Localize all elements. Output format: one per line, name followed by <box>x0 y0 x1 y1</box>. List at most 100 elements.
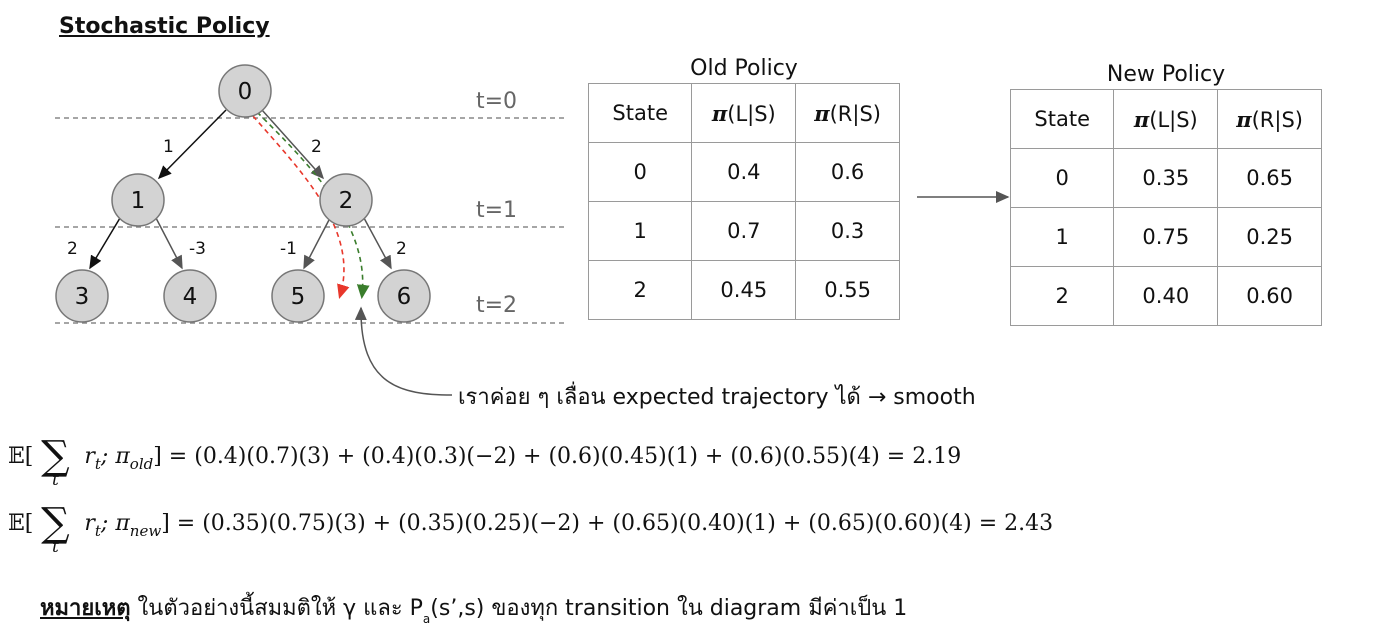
new-policy-header-row: State π(L|S) π(R|S) <box>1009 89 1322 149</box>
footnote-label: หมายเหตุ <box>40 596 131 621</box>
tree-node-4: 4 <box>163 269 217 323</box>
footnote: หมายเหตุ ในตัวอย่างนี้สมมติให้ γ และ Pa(… <box>40 590 908 626</box>
trajectory-annotation: เราค่อย ๆ เลื่อน expected trajectory ได้… <box>458 385 976 410</box>
node-label-0: 0 <box>238 79 253 105</box>
sum-index: t <box>51 470 59 490</box>
edge-label-1-3: 2 <box>67 239 78 259</box>
new-header-left: π(L|S) <box>1113 89 1219 149</box>
edge-label-0-2: 2 <box>311 137 322 157</box>
sum-index: t <box>51 537 59 557</box>
sum-symbol: ∑t <box>33 430 77 490</box>
node-label-5: 5 <box>291 284 306 310</box>
old-policy-header-row: State π(L|S) π(R|S) <box>587 83 900 143</box>
table-cell: 1 <box>587 201 693 261</box>
table-row: 2 0.45 0.55 <box>587 260 900 320</box>
node-label-1: 1 <box>131 188 146 214</box>
eq-old-prefix: 𝔼[ <box>8 444 34 469</box>
policy-symbol: ; π <box>100 511 130 536</box>
table-cell: 2 <box>1009 266 1115 326</box>
new-policy-table: State π(L|S) π(R|S) 0 0.35 0.65 1 0.75 0… <box>1009 89 1322 326</box>
edge-2-6 <box>363 217 392 270</box>
sigma-glyph: ∑ <box>41 500 70 546</box>
table-cell: 0.25 <box>1217 207 1322 267</box>
reward-symbol: r <box>84 444 95 469</box>
table-cell: 0.3 <box>795 201 900 261</box>
new-trajectory-path <box>256 111 370 300</box>
tree-node-3: 3 <box>55 269 109 323</box>
pi-symbol: π <box>1133 106 1150 132</box>
old-policy-caption: Old Policy <box>690 56 798 81</box>
node-label-4: 4 <box>183 284 198 310</box>
time-label-0: t=0 <box>476 89 517 114</box>
table-row: 1 0.7 0.3 <box>587 201 900 261</box>
eq-new-rhs: ] = (0.35)(0.75)(3) + (0.35)(0.25)(−2) +… <box>161 511 1054 536</box>
old-header-left: π(L|S) <box>691 83 797 143</box>
table-cell: 0.35 <box>1113 148 1219 208</box>
table-cell: 1 <box>1009 207 1115 267</box>
new-expectation-equation: 𝔼[∑t rt; πnew] = (0.35)(0.75)(3) + (0.35… <box>8 497 1054 557</box>
old-header-right-text: (R|S) <box>829 101 881 126</box>
annotation-callout-arrow <box>354 306 453 396</box>
pi-symbol: π <box>814 100 830 126</box>
edge-1-4 <box>155 217 183 270</box>
table-row: 0 0.35 0.65 <box>1009 148 1322 208</box>
old-policy-table: State π(L|S) π(R|S) 0 0.4 0.6 1 0.7 0.3 … <box>587 83 900 320</box>
table-cell: 0.6 <box>795 142 900 202</box>
sum-symbol: ∑t <box>33 497 77 557</box>
table-cell: 0 <box>587 142 693 202</box>
old-header-left-text: (L|S) <box>727 101 776 126</box>
table-cell: 2 <box>587 260 693 320</box>
tree-node-6: 6 <box>377 269 431 323</box>
edge-label-2-6: 2 <box>396 239 407 259</box>
table-cell: 0.65 <box>1217 148 1322 208</box>
tree-node-5: 5 <box>271 269 325 323</box>
new-policy-caption: New Policy <box>1106 62 1226 87</box>
edge-0-2 <box>261 109 325 180</box>
time-label-1: t=1 <box>476 198 517 223</box>
old-header-right: π(R|S) <box>795 83 900 143</box>
reward-subscript: t <box>94 455 101 473</box>
new-header-right-text: (R|S) <box>1251 107 1303 132</box>
table-cell: 0.55 <box>795 260 900 320</box>
policy-subscript-new: new <box>129 522 162 540</box>
footnote-subscript: a <box>422 612 431 626</box>
table-row: 1 0.75 0.25 <box>1009 207 1322 267</box>
table-cell: 0.45 <box>691 260 797 320</box>
edge-label-2-5: -1 <box>280 239 297 259</box>
edge-label-0-1: 1 <box>163 137 174 157</box>
table-row: 2 0.40 0.60 <box>1009 266 1322 326</box>
edge-label-1-4: -3 <box>189 239 206 259</box>
node-label-2: 2 <box>339 188 354 214</box>
edge-0-1 <box>157 109 227 180</box>
time-label-2: t=2 <box>476 293 517 318</box>
pi-symbol: π <box>711 100 728 126</box>
new-header-state: State <box>1009 89 1115 149</box>
footnote-text-before: ในตัวอย่างนี้สมมติให้ γ และ P <box>130 596 423 621</box>
tree-node-0: 0 <box>218 64 272 118</box>
table-cell: 0.4 <box>691 142 797 202</box>
tree-node-2: 2 <box>319 173 373 227</box>
edge-2-5 <box>303 217 331 270</box>
table-cell: 0.75 <box>1113 207 1219 267</box>
eq-old-rhs: ] = (0.4)(0.7)(3) + (0.4)(0.3)(−2) + (0.… <box>153 444 962 469</box>
pi-symbol: π <box>1236 106 1252 132</box>
reward-subscript: t <box>94 522 101 540</box>
edge-1-3 <box>89 217 121 270</box>
node-label-6: 6 <box>397 284 412 310</box>
sigma-glyph: ∑ <box>41 433 70 479</box>
table-cell: 0.7 <box>691 201 797 261</box>
reward-symbol: r <box>84 511 95 536</box>
node-label-3: 3 <box>75 284 90 310</box>
table-row: 0 0.4 0.6 <box>587 142 900 202</box>
policy-symbol: ; π <box>100 444 130 469</box>
old-header-state: State <box>587 83 693 143</box>
new-header-right: π(R|S) <box>1217 89 1322 149</box>
tree-node-1: 1 <box>111 173 165 227</box>
eq-new-prefix: 𝔼[ <box>8 511 34 536</box>
page-title: Stochastic Policy <box>59 14 270 39</box>
old-expectation-equation: 𝔼[∑t rt; πold] = (0.4)(0.7)(3) + (0.4)(0… <box>8 430 962 490</box>
table-cell: 0.40 <box>1113 266 1219 326</box>
footnote-text-after: (s’,s) ของทุก transition ใน diagram มีค่… <box>430 596 908 621</box>
table-cell: 0 <box>1009 148 1115 208</box>
